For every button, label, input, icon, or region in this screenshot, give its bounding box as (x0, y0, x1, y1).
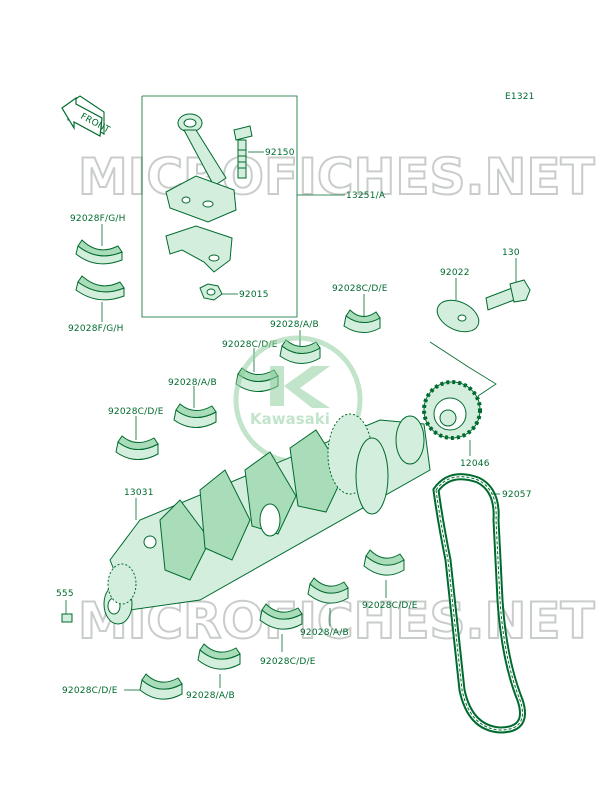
bearing-shell-ab-3 (307, 577, 349, 604)
label-12046: 12046 (460, 459, 490, 469)
label-92150: 92150 (265, 148, 295, 158)
bearing-shell-cde-2 (235, 367, 279, 392)
label-92022: 92022 (440, 268, 470, 278)
crank-bolt (485, 279, 531, 311)
bearing-shell-cde-5 (259, 603, 303, 630)
label-92028ab-2: 92028/A/B (168, 378, 217, 388)
connecting-rod (165, 113, 237, 223)
crankshaft (103, 413, 431, 625)
bearing-shell-fgh-bottom (75, 275, 125, 301)
label-92028ab-4: 92028/A/B (186, 691, 235, 701)
label-555: 555 (56, 589, 74, 599)
label-92028ab-3: 92028/A/B (300, 628, 349, 638)
label-92057: 92057 (502, 490, 532, 500)
bearing-shell-cde-4 (363, 549, 405, 576)
label-92028cde-6: 92028C/D/E (62, 686, 118, 696)
conrod-bolt (233, 125, 253, 179)
conrod-group-box (142, 95, 345, 196)
label-92028cde-4: 92028C/D/E (362, 601, 418, 611)
label-13031: 13031 (124, 488, 154, 498)
bearing-shell-cde-6 (139, 673, 183, 700)
label-92028cde-2: 92028C/D/E (222, 340, 278, 350)
label-130: 130 (502, 248, 520, 258)
conrod-nut (199, 283, 223, 301)
dowel-pin (61, 613, 73, 623)
bearing-shell-ab-4 (197, 643, 241, 670)
label-92015: 92015 (239, 290, 269, 300)
cam-chain (432, 473, 526, 734)
label-92028ab-1: 92028/A/B (270, 320, 319, 330)
bearing-shell-cde-1 (343, 309, 381, 333)
bearing-shell-cde-3 (115, 435, 159, 460)
crank-gear (422, 380, 482, 440)
bearing-shell-ab-2 (173, 403, 217, 428)
label-92028cde-5: 92028C/D/E (260, 657, 316, 667)
kawasaki-logo: Kawasaki (233, 335, 363, 465)
washer (436, 299, 480, 333)
watermark-top: MICROFICHES.NET (78, 148, 595, 206)
label-92028cde-1: 92028C/D/E (332, 284, 388, 294)
label-92028cde-3: 92028C/D/E (108, 407, 164, 417)
kawasaki-logo-text: Kawasaki (250, 410, 330, 428)
connecting-rod-cap (165, 225, 233, 273)
front-arrow-icon: FRONT (61, 95, 112, 137)
label-92028fgh-bottom: 92028F/G/H (68, 324, 124, 334)
bearing-shell-fgh-top (75, 239, 123, 265)
diagram-code: E1321 (505, 92, 535, 102)
label-92028fgh-top: 92028F/G/H (70, 214, 126, 224)
label-13251a: 13251/A (346, 191, 386, 201)
